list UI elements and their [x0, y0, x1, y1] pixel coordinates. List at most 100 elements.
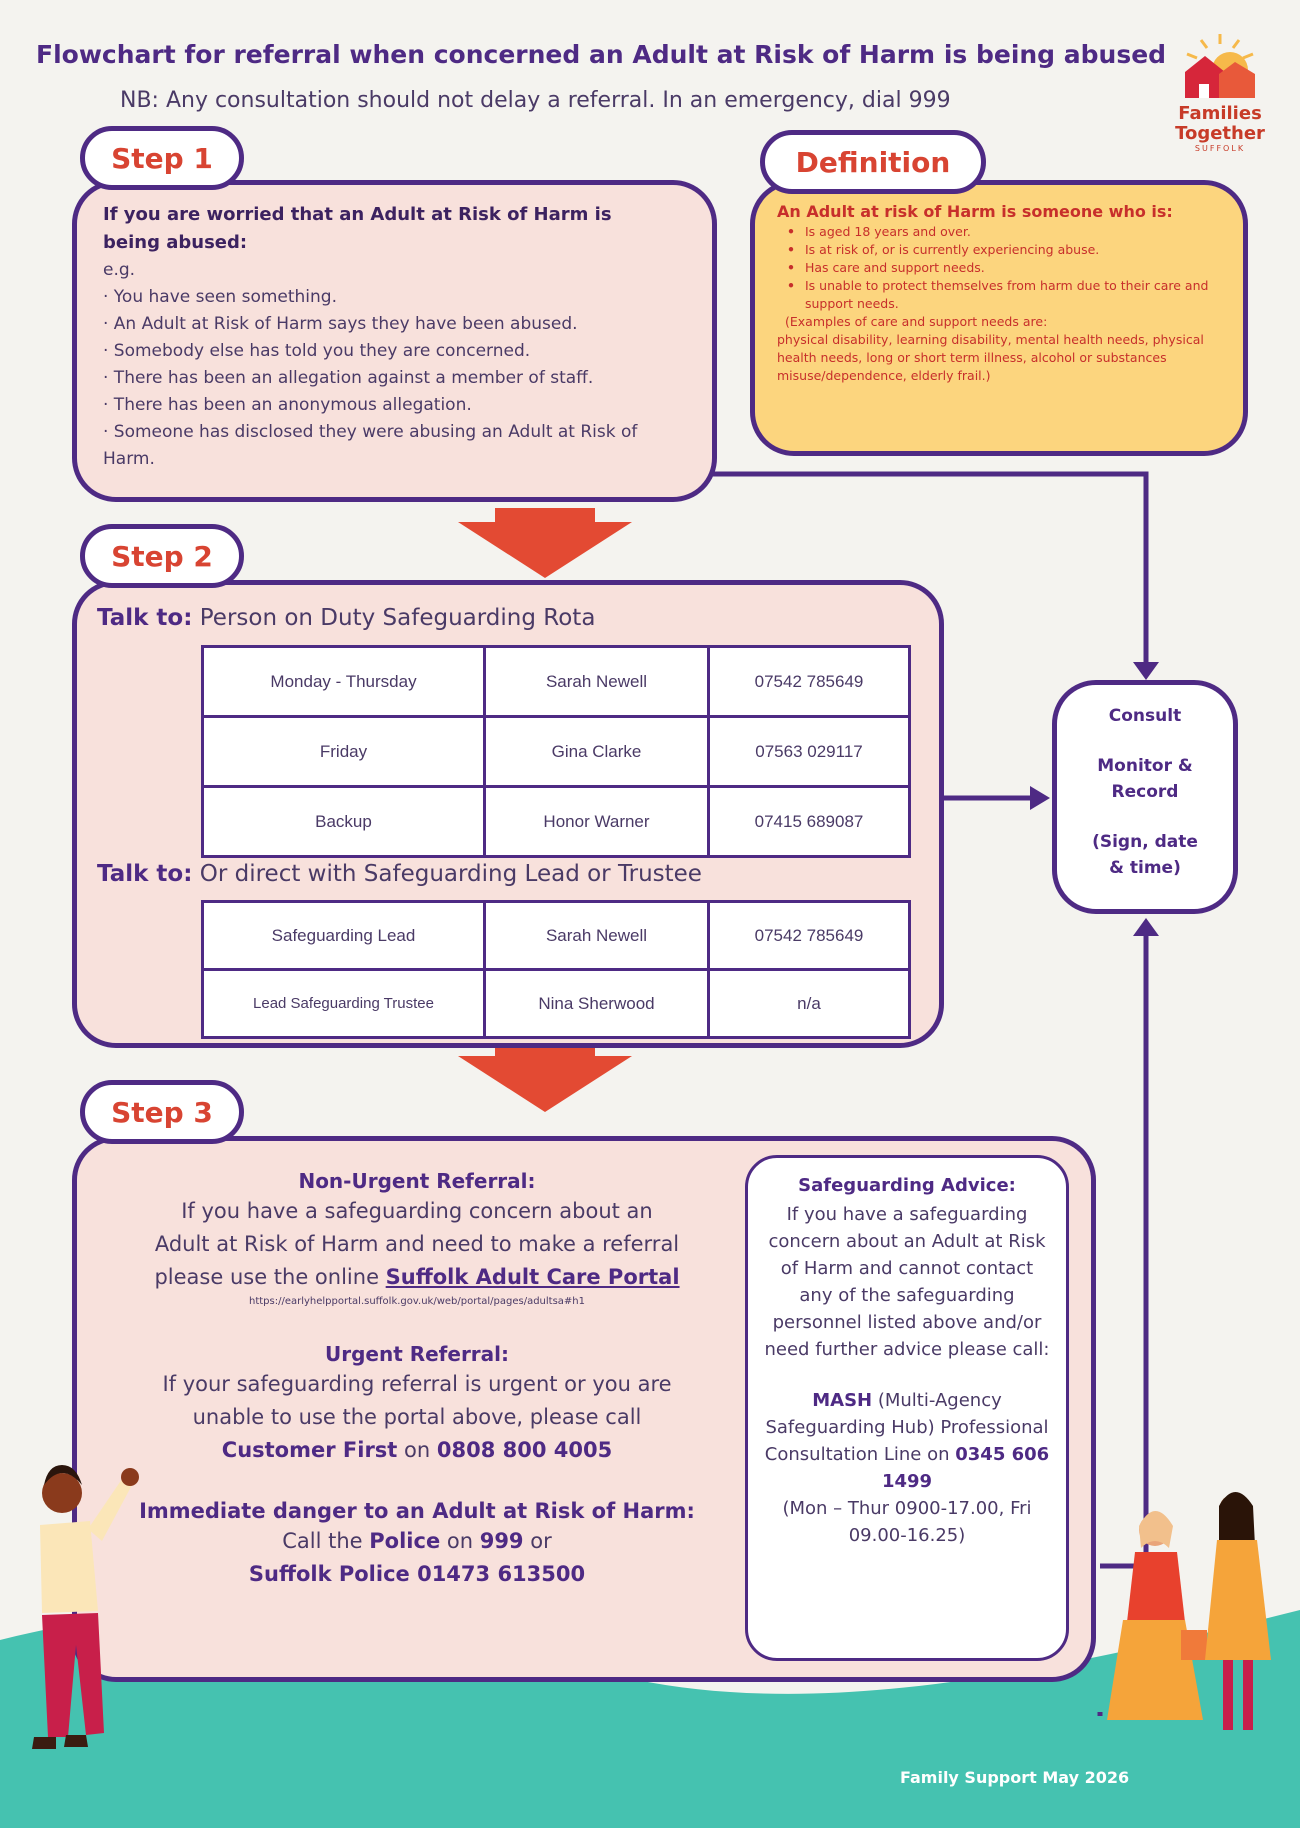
lead-name: Sarah Newell — [483, 900, 710, 971]
suffolk-police-line: Suffolk Police 01473 613500 — [248, 1562, 586, 1586]
logo-line-2: Together — [1175, 123, 1265, 144]
advice-body: If you have a safeguarding concern about… — [764, 1204, 1050, 1360]
lead-phone: n/a — [707, 968, 911, 1039]
step-3-box: Non-Urgent Referral: If you have a safeg… — [72, 1136, 1096, 1682]
danger-call: Call the — [282, 1529, 370, 1553]
step-1-label: Step 1 — [80, 126, 244, 190]
rota-phone: 07415 689087 — [707, 785, 911, 858]
talk-to-bold: Talk to: — [97, 861, 193, 887]
page-subtitle: NB: Any consultation should not delay a … — [120, 88, 951, 113]
mash-text: (Multi-Agency Safeguarding Hub) Professi… — [764, 1390, 1049, 1465]
page-title: Flowchart for referral when concerned an… — [36, 40, 1167, 69]
table-row: Safeguarding Lead Sarah Newell 07542 785… — [201, 900, 911, 971]
definition-label: Definition — [760, 130, 986, 194]
non-urgent-line-3: please use the online — [154, 1265, 386, 1289]
step-1-item: · There has been an anonymous allegation… — [103, 395, 472, 415]
lead-phone: 07542 785649 — [707, 900, 911, 971]
definition-heading: An Adult at risk of Harm is someone who … — [777, 202, 1173, 221]
rota-day: Friday — [201, 715, 486, 788]
time-text: & time) — [1109, 858, 1181, 878]
customer-first-phone: 0808 800 4005 — [436, 1438, 613, 1462]
lead-role: Lead Safeguarding Trustee — [201, 968, 486, 1039]
rota-phone: 07542 785649 — [707, 645, 911, 718]
duty-rota-table: Monday - Thursday Sarah Newell 07542 785… — [201, 645, 911, 858]
footer-text: Family Support May 2026 — [900, 1768, 1130, 1787]
definition-bullet: Is at risk of, or is currently experienc… — [777, 241, 1225, 259]
step-2-label: Step 2 — [80, 524, 244, 588]
definition-bullet: Has care and support needs. — [777, 259, 1225, 277]
danger-999: 999 — [479, 1529, 524, 1553]
step-1-item: · Somebody else has told you they are co… — [103, 341, 531, 361]
talk-to-rota: Talk to: Person on Duty Safeguarding Rot… — [97, 605, 595, 631]
step-1-item: · There has been an allegation against a… — [103, 368, 594, 388]
portal-url[interactable]: https://earlyhelpportal.suffolk.gov.uk/w… — [248, 1296, 586, 1307]
danger-line: Call the Police on 999 or — [77, 1525, 757, 1558]
monitor-text: Monitor & — [1097, 756, 1193, 776]
talk-to-lead-text: Or direct with Safeguarding Lead or Trus… — [192, 861, 702, 887]
logo-sun-house-icon — [1185, 34, 1255, 98]
rota-day: Backup — [201, 785, 486, 858]
immediate-danger-heading: Immediate danger to an Adult at Risk of … — [139, 1499, 695, 1523]
definition-bullet: Is unable to protect themselves from har… — [777, 277, 1225, 313]
arrow-up-consult — [1133, 918, 1159, 936]
definition-note-body: physical disability, learning disability… — [777, 332, 1204, 383]
arrow-down-consult — [1133, 662, 1159, 680]
urgent-line: If your safeguarding referral is urgent … — [162, 1372, 672, 1396]
talk-to-lead: Talk to: Or direct with Safeguarding Lea… — [97, 861, 702, 887]
step-1-item: · Someone has disclosed they were abusin… — [103, 422, 638, 469]
mash-phone: 0345 606 1499 — [881, 1444, 1050, 1492]
lead-role: Safeguarding Lead — [201, 900, 486, 971]
customer-first: Customer First — [221, 1438, 398, 1462]
step-1-item: · An Adult at Risk of Harm says they hav… — [103, 314, 578, 334]
definition-list: Is aged 18 years and over. Is at risk of… — [777, 223, 1225, 313]
step-1-heading: If you are worried that an Adult at Risk… — [103, 204, 612, 253]
advice-heading: Safeguarding Advice: — [798, 1175, 1016, 1196]
urgent-line: unable to use the portal above, please c… — [192, 1405, 642, 1429]
referral-column: Non-Urgent Referral: If you have a safeg… — [77, 1167, 757, 1591]
rota-day: Monday - Thursday — [201, 645, 486, 718]
rota-phone: 07563 029117 — [707, 715, 911, 788]
lead-name: Nina Sherwood — [483, 968, 710, 1039]
definition-note-open: (Examples of care and support needs are: — [785, 314, 1048, 329]
danger-on: on — [440, 1529, 480, 1553]
non-urgent-line: If you have a safeguarding concern about… — [181, 1199, 653, 1223]
table-row: Friday Gina Clarke 07563 029117 — [201, 715, 911, 788]
customer-first-line: Customer First on 0808 800 4005 — [77, 1434, 757, 1467]
non-urgent-line: Adult at Risk of Harm and need to make a… — [154, 1232, 680, 1256]
step-3-label: Step 3 — [80, 1080, 244, 1144]
danger-police: Police — [369, 1529, 441, 1553]
talk-to-bold: Talk to: — [97, 605, 193, 631]
step-1-box: If you are worried that an Adult at Risk… — [72, 180, 717, 502]
record-text: Record — [1111, 782, 1179, 802]
person-waving-illustration — [32, 1465, 139, 1749]
logo-line-1: Families — [1178, 103, 1262, 124]
table-row: Monday - Thursday Sarah Newell 07542 785… — [201, 645, 911, 718]
consult-text: Consult — [1108, 706, 1182, 726]
mash-hours: (Mon – Thur 0900-17.00, Fri 09.00-16.25) — [782, 1498, 1032, 1546]
step-1-eg: e.g. — [103, 260, 136, 280]
non-urgent-line: please use the online Suffolk Adult Care… — [77, 1261, 757, 1294]
logo-subtext: SUFFOLK — [1194, 144, 1246, 153]
red-arrow-step1-to-step2 — [458, 508, 632, 578]
step-1-item: · You have seen something. — [103, 287, 337, 307]
two-women-illustration — [1107, 1492, 1271, 1730]
table-row: Lead Safeguarding Trustee Nina Sherwood … — [201, 968, 911, 1039]
non-urgent-heading: Non-Urgent Referral: — [298, 1169, 536, 1193]
suffolk-adult-care-portal-link[interactable]: Suffolk Adult Care Portal — [385, 1265, 680, 1289]
mash-line: MASH (Multi-Agency Safeguarding Hub) Pro… — [762, 1387, 1052, 1495]
arrow-right-consult — [1030, 786, 1050, 810]
families-together-logo: Families Together SUFFOLK — [1150, 30, 1290, 180]
sign-date-text: (Sign, date — [1092, 832, 1198, 852]
safeguarding-advice-box: Safeguarding Advice: If you have a safeg… — [745, 1155, 1069, 1661]
red-arrow-step2-to-step3 — [458, 1042, 632, 1112]
definition-bullet: Is aged 18 years and over. — [777, 223, 1225, 241]
definition-box: An Adult at risk of Harm is someone who … — [750, 180, 1248, 456]
rota-name: Honor Warner — [483, 785, 710, 858]
rota-name: Sarah Newell — [483, 645, 710, 718]
rota-name: Gina Clarke — [483, 715, 710, 788]
urgent-heading: Urgent Referral: — [324, 1342, 510, 1366]
consult-monitor-record-box: Consult Monitor & Record (Sign, date & t… — [1052, 680, 1238, 914]
safeguarding-lead-table: Safeguarding Lead Sarah Newell 07542 785… — [201, 900, 911, 1039]
step-2-box: Talk to: Person on Duty Safeguarding Rot… — [72, 580, 944, 1048]
